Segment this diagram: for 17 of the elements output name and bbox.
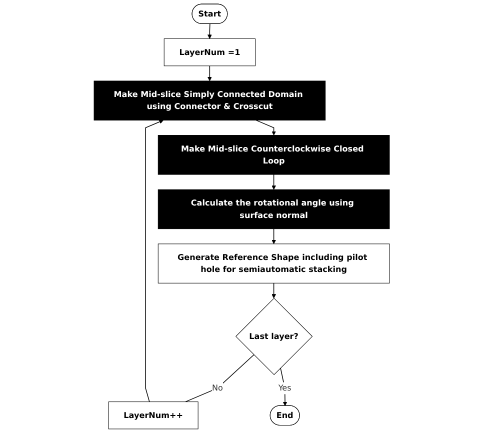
edge-label: No xyxy=(212,383,224,393)
arrow xyxy=(272,228,276,244)
node-box: LayerNum =1 xyxy=(164,38,256,66)
arrow xyxy=(256,120,276,136)
node-box: Make Mid-slice Simply Connected Domain using Connector & Crosscut xyxy=(94,80,326,120)
edge-label: Yes xyxy=(278,383,292,393)
arrow xyxy=(272,174,276,190)
arrow xyxy=(272,282,276,298)
node-box: LayerNum++ xyxy=(108,402,199,430)
arrow xyxy=(208,66,212,82)
arrow xyxy=(145,120,164,402)
node-diamond: Last layer? xyxy=(236,298,313,375)
node-box: Generate Reference Shape including pilot hole for semiautomatic stacking xyxy=(158,244,390,284)
connector xyxy=(185,354,255,402)
node-box: Make Mid-slice Counterclockwise Closed Loop xyxy=(158,135,390,175)
node-box: Calculate the rotational angle using surface normal xyxy=(158,189,390,230)
arrow xyxy=(208,24,212,39)
